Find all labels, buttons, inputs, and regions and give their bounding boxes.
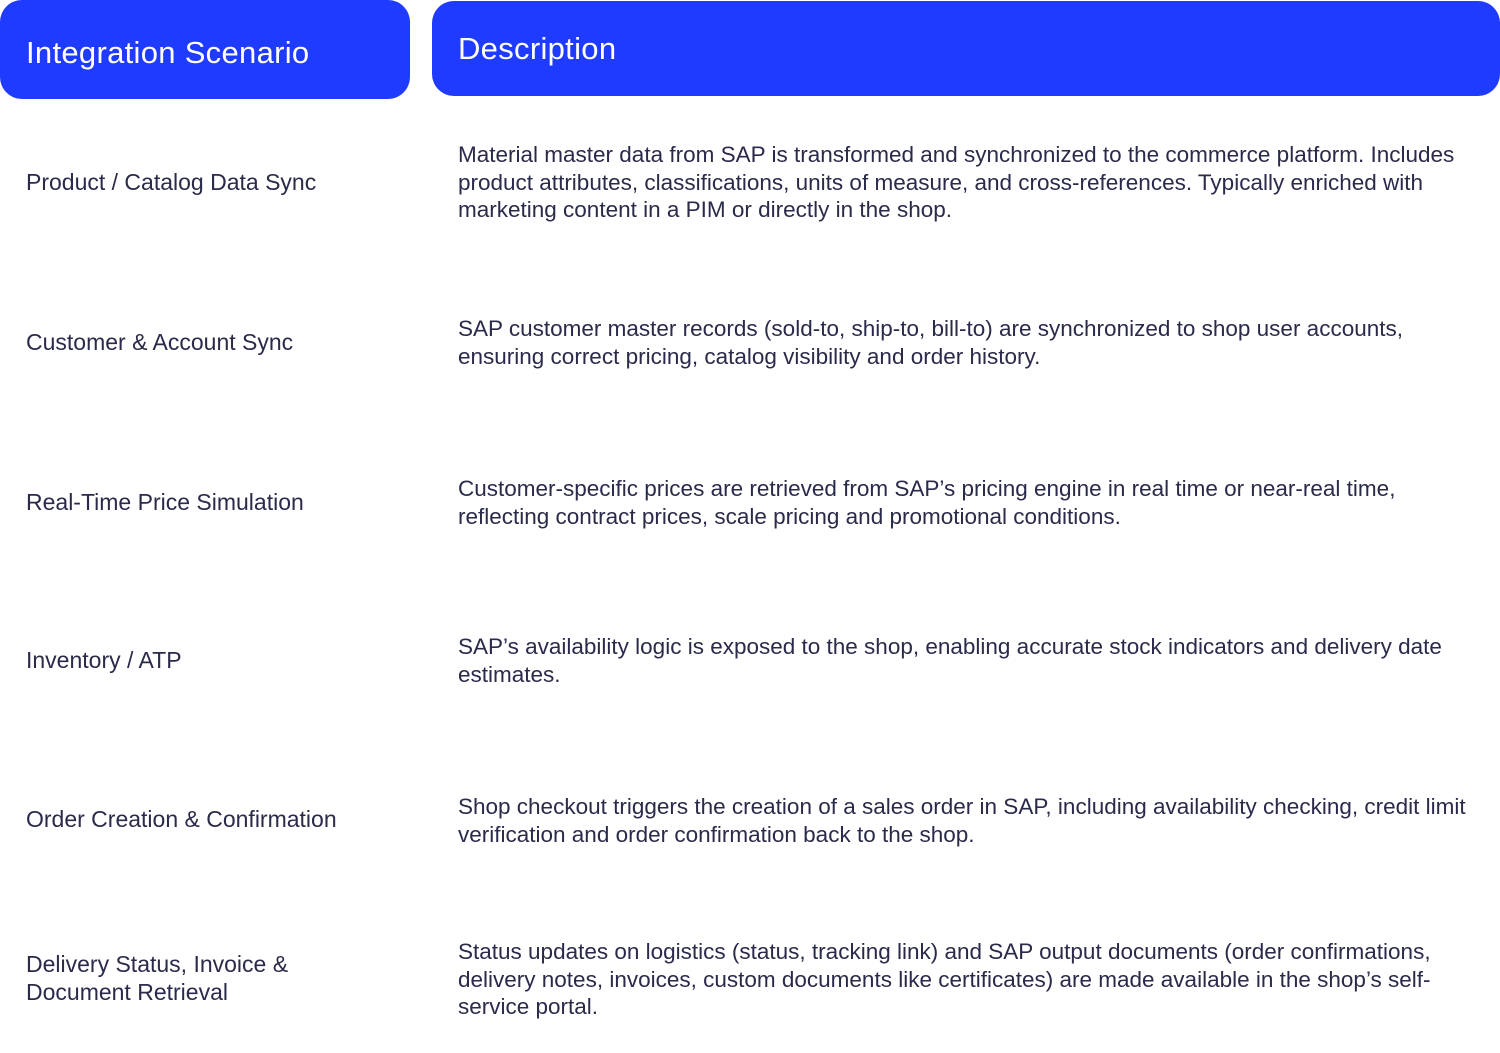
row-description: Customer-specific prices are retrieved f…	[458, 476, 1396, 529]
row-scenario: Customer & Account Sync	[26, 329, 294, 355]
row-description: Shop checkout triggers the creation of a…	[458, 794, 1466, 847]
row-description: Status updates on logistics (status, tra…	[458, 939, 1431, 1019]
row-scenario: Order Creation & Confirmation	[26, 806, 337, 832]
row-scenario: Inventory / ATP	[26, 647, 182, 673]
header-description: Description	[432, 1, 1500, 96]
row-scenario: Delivery Status, Invoice & Document Retr…	[26, 951, 289, 1005]
header-description-label: Description	[458, 30, 617, 66]
row-description: Material master data from SAP is transfo…	[458, 142, 1455, 222]
row-scenario: Product / Catalog Data Sync	[26, 169, 317, 195]
header-scenario-label: Integration Scenario	[26, 34, 310, 70]
row-description: SAP customer master records (sold-to, sh…	[458, 316, 1403, 369]
row-description: SAP’s availability logic is exposed to t…	[458, 634, 1442, 687]
row-scenario: Real-Time Price Simulation	[26, 489, 304, 515]
header-integration-scenario: Integration Scenario	[0, 0, 410, 99]
